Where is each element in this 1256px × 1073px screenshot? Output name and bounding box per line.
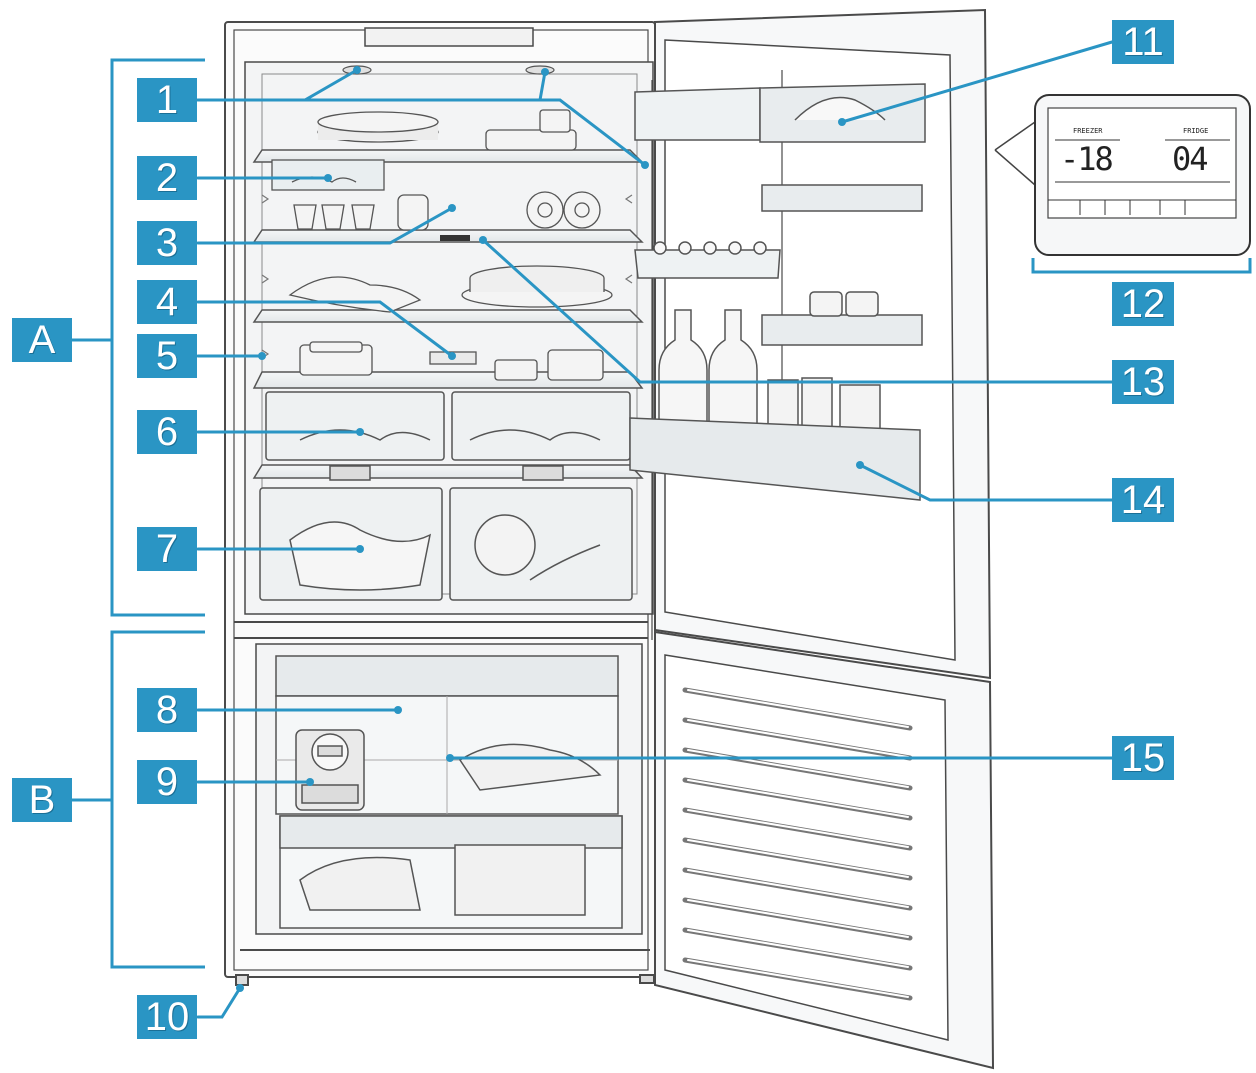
zone-label: B [12,778,72,822]
callout-label: 1 [137,78,197,122]
zone-brackets [72,58,205,969]
callout-label: 14 [1112,478,1174,522]
callout-label: 15 [1112,736,1174,780]
freezer-door [654,630,995,1070]
leader-dots [236,66,864,992]
freezer-label: FREEZER [1073,127,1103,135]
fridge-label: FRIDGE [1183,127,1209,135]
callout-label: 12 [1112,282,1174,326]
crisper-drawers [259,391,633,601]
callout-label: 5 [137,334,197,378]
control-display [994,94,1252,274]
callout-label: 10 [137,995,197,1039]
freezer-temperature: -18 [1060,140,1114,178]
callout-label: 2 [137,156,197,200]
fridge-temperature: 04 [1172,140,1209,178]
zone-label: A [12,318,72,362]
door-bins [629,83,926,501]
callout-label: 7 [137,527,197,571]
callout-label: 4 [137,280,197,324]
shelf-food-items [271,109,613,381]
callout-label: 13 [1112,360,1174,404]
callout-label: 9 [137,760,197,804]
freezer-drawers [275,655,623,929]
leader-lines [196,40,1114,1019]
callout-label: 6 [137,410,197,454]
callout-label: 3 [137,221,197,265]
callout-label: 8 [137,688,197,732]
callout-label: 11 [1112,20,1174,64]
